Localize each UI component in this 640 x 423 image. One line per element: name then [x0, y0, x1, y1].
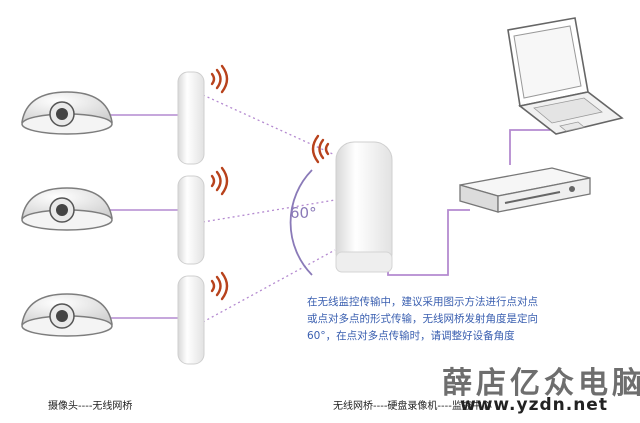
- dome-camera-3: [21, 293, 113, 337]
- signal-icon: [210, 64, 229, 94]
- description-line: 60°，在点对多点传输时，请调整好设备角度: [307, 330, 515, 342]
- wireless-bridge-2: [177, 175, 205, 265]
- watermark-brand: 薛店亿众电脑: [442, 366, 640, 401]
- dvr-pc-link: [509, 129, 550, 165]
- dome-camera-1: [21, 91, 113, 135]
- wireless-bridge-3: [177, 275, 205, 365]
- camera-links: [108, 114, 178, 319]
- wireless-link-2: [202, 199, 336, 223]
- bridge-dvr-center-label: 无线网桥----硬盘录像机----监控中心: [333, 401, 492, 412]
- center-wireless-bridge: [335, 141, 393, 273]
- watermark-url: www.yzdn.net: [460, 395, 608, 415]
- camera-bridge-label: 摄像头----无线网桥: [48, 401, 133, 412]
- description-line: 或点对多点的形式传输，无线网桥发射角度是定向: [307, 313, 538, 325]
- angle-arc: [289, 169, 313, 276]
- description-text: 在无线监控传输中，建议采用图示方法进行点对点 或点对多点的形式传输，无线网桥发射…: [307, 294, 572, 345]
- description-line: 在无线监控传输中，建议采用图示方法进行点对点: [307, 296, 538, 308]
- wireless-link-1: [202, 94, 336, 156]
- signal-icon: [311, 134, 330, 164]
- dome-camera-2: [21, 187, 113, 231]
- signal-icon: [210, 166, 229, 196]
- bridge-dvr-link: [387, 209, 470, 276]
- signal-icon: [210, 271, 229, 301]
- laptop-pc: [507, 17, 624, 135]
- angle-label: 60°: [290, 204, 317, 222]
- wireless-bridge-1: [177, 71, 205, 165]
- wireless-link-3: [202, 249, 336, 323]
- dvr-recorder: [459, 167, 591, 213]
